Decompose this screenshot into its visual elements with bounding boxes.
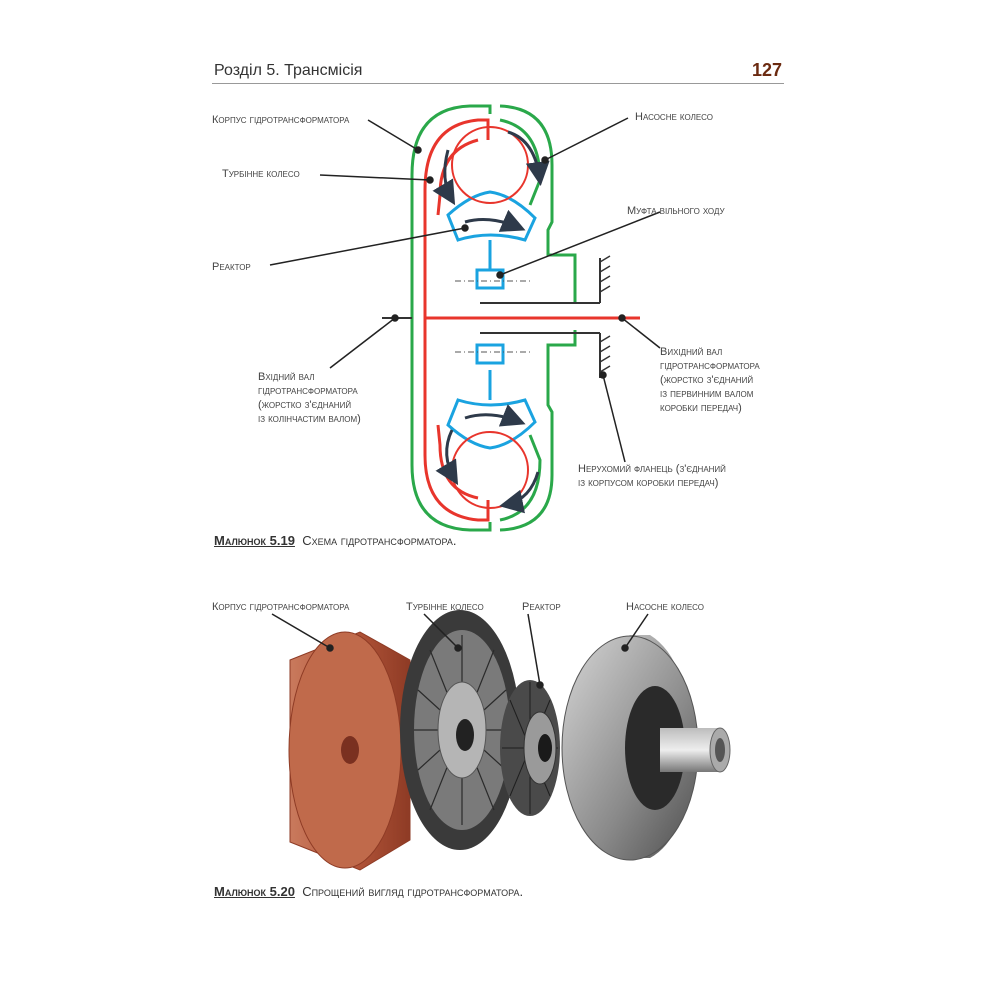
label-pump-3d: Насосне колесо xyxy=(626,601,704,613)
pump-wheel-3d xyxy=(561,635,731,861)
housing-3d xyxy=(288,631,411,871)
label-reactor-3d: Реактор xyxy=(522,601,561,613)
label-housing: Корпус гідротрансформатора xyxy=(212,114,350,126)
housing-outline xyxy=(410,104,577,532)
caption-text: Схема гідротрансформатора. xyxy=(302,533,457,548)
label-turbine-3d: Турбінне колесо xyxy=(406,601,484,613)
label-reactor: Реактор xyxy=(212,261,251,273)
turbine-wheel-3d xyxy=(400,610,520,850)
reactor-3d xyxy=(500,680,560,816)
page-number: 127 xyxy=(751,60,782,80)
caption-number: Малюнок 5.19 xyxy=(214,533,295,548)
label-freewheel: Муфта вільного ходу xyxy=(627,205,725,217)
caption-text: Спрощений вигляд гідротрансформатора. xyxy=(302,884,524,899)
fixed-flange-hatching xyxy=(599,255,611,373)
label-pump: Насосне колесо xyxy=(635,111,713,123)
caption-number: Малюнок 5.20 xyxy=(214,884,295,899)
label-turbine: Турбінне колесо xyxy=(222,168,300,180)
header-divider xyxy=(212,83,784,84)
label-fixed-flange: Нерухомий фланець (з'єднаний із корпусом… xyxy=(578,463,726,489)
label-housing-3d: Корпус гідротрансформатора xyxy=(212,601,350,613)
leader-lines-fig1 xyxy=(269,117,661,463)
leader-lines-fig2 xyxy=(271,613,649,689)
figure-5-20-caption: Малюнок 5.20 Спрощений вигляд гідротранс… xyxy=(214,884,523,899)
label-output-shaft: Вихідний вал гідротрансформатора (жорстк… xyxy=(660,346,760,414)
flow-arrows xyxy=(432,130,550,514)
figure-5-19-caption: Малюнок 5.19 Схема гідротрансформатора. xyxy=(214,533,457,548)
label-input-shaft: Вхідний вал гідротрансформатора (жорстко… xyxy=(258,371,361,425)
section-title: Розділ 5. Трансмісія xyxy=(214,62,363,79)
